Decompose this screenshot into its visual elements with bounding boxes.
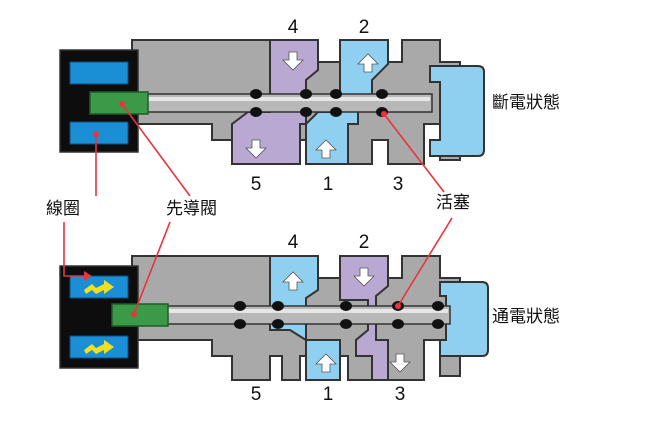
pilot-valve-label: 先導閥 bbox=[166, 199, 217, 219]
port-3-label: 3 bbox=[395, 384, 406, 405]
spool-highlight-off bbox=[134, 97, 430, 101]
arrow-down-icon bbox=[389, 353, 411, 373]
state-on-label: 通電狀態 bbox=[492, 307, 560, 327]
piston-leader-up bbox=[383, 113, 445, 193]
energized-arrow-icon bbox=[84, 280, 114, 294]
arrow-up-icon bbox=[282, 271, 304, 291]
pilot-leader-down bbox=[133, 221, 171, 315]
seal bbox=[272, 301, 284, 311]
port-4-label: 4 bbox=[288, 17, 299, 38]
leader-dot bbox=[119, 101, 125, 107]
port-2-label: 2 bbox=[359, 17, 370, 38]
seal bbox=[340, 301, 352, 311]
seal bbox=[250, 107, 262, 117]
pilot-valve-on bbox=[111, 303, 169, 327]
port-1-label: 1 bbox=[323, 384, 334, 405]
port-5-label: 5 bbox=[251, 384, 262, 405]
seal bbox=[330, 89, 342, 99]
pilot-valve-off bbox=[89, 91, 149, 115]
port-2-label: 2 bbox=[359, 232, 370, 253]
leader-dot bbox=[93, 131, 99, 137]
arrow-up-icon bbox=[315, 353, 337, 373]
arrow-down-icon bbox=[282, 51, 304, 71]
port-1-label: 1 bbox=[323, 174, 334, 195]
arrow-down-icon bbox=[353, 267, 375, 287]
leader-dot bbox=[395, 303, 401, 309]
piston-leader-down bbox=[397, 217, 453, 307]
end-chamber-on bbox=[439, 281, 489, 357]
end-chamber-off bbox=[429, 65, 485, 157]
coil-winding-top-off bbox=[69, 61, 129, 85]
coil-label: 線圈 bbox=[46, 199, 80, 219]
arrow-up-icon bbox=[315, 139, 337, 159]
seal bbox=[234, 301, 246, 311]
arrow-up-icon bbox=[357, 53, 379, 73]
coil-leader-arrowhead bbox=[84, 271, 92, 281]
leader-dot bbox=[381, 111, 387, 117]
seal bbox=[392, 319, 404, 329]
port-3-label: 3 bbox=[393, 174, 404, 195]
coil-leader-down bbox=[63, 222, 84, 277]
valve-on: 4 2 5 1 3 通電狀態 bbox=[59, 232, 560, 405]
seal bbox=[330, 107, 342, 117]
arrow-down-icon bbox=[245, 139, 267, 159]
port-4-label: 4 bbox=[288, 232, 299, 253]
state-off-label: 斷電狀態 bbox=[492, 93, 560, 113]
flow-arrows-off bbox=[245, 51, 379, 159]
seal bbox=[300, 107, 312, 117]
seal bbox=[234, 319, 246, 329]
seal bbox=[376, 89, 388, 99]
seal bbox=[250, 89, 262, 99]
energized-arrow-icon bbox=[84, 340, 114, 354]
piston-label: 活塞 bbox=[436, 193, 470, 213]
spool-rod-on bbox=[139, 305, 451, 325]
leader-dot bbox=[131, 311, 137, 317]
valve-off: 4 2 5 1 3 斷電狀態 bbox=[59, 17, 560, 195]
seal bbox=[432, 319, 444, 329]
flow-arrows-on bbox=[282, 267, 411, 373]
seal bbox=[300, 89, 312, 99]
spool-highlight-on bbox=[142, 309, 448, 313]
seal bbox=[272, 319, 284, 329]
coil-winding-bottom-off bbox=[69, 121, 129, 145]
callouts: 線圈 先導閥 活塞 bbox=[46, 101, 470, 317]
seal bbox=[340, 319, 352, 329]
pilot-leader-up bbox=[121, 103, 191, 197]
port-5-label: 5 bbox=[251, 174, 262, 195]
seal bbox=[432, 301, 444, 311]
